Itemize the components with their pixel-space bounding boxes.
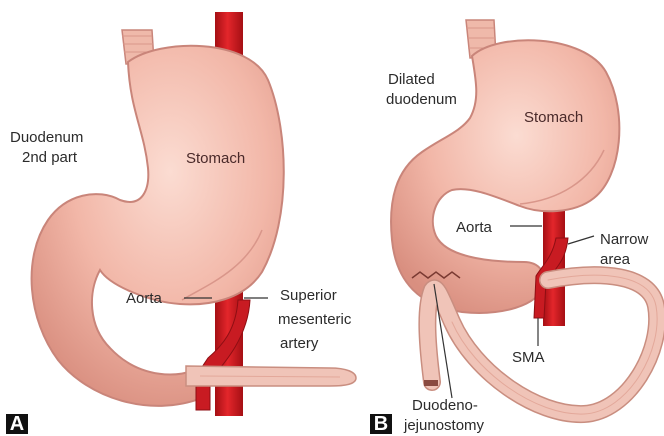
panel-letter-a: A [6,414,28,434]
stomach-a [32,46,284,406]
label-narrow-area-line1: Narrow [600,231,649,248]
label-sma-b: SMA [512,349,545,366]
label-sma-a-line2: mesenteric [278,311,352,328]
label-duodenum-2nd-part-line2: 2nd part [22,149,78,166]
label-narrow-area-line2: area [600,251,631,268]
label-aorta-a: Aorta [126,290,163,307]
label-duodenojejunostomy-line2: jejunostomy [403,417,485,434]
panel-b: Dilated duodenum Stomach Aorta Narrow ar… [386,20,657,434]
label-duodenojejunostomy-line1: Duodeno- [412,397,478,414]
label-stomach-b: Stomach [524,109,583,126]
label-sma-a-line3: artery [280,335,319,352]
label-dilated-duodenum-line1: Dilated [388,71,435,88]
panel-letter-b: B [370,414,392,434]
label-duodenum-2nd-part: Duodenum [10,129,83,146]
label-stomach-a: Stomach [186,150,245,167]
label-aorta-b: Aorta [456,219,493,236]
leader-narrow-b [568,236,594,244]
panel-a: Duodenum 2nd part Stomach Aorta Superior… [10,12,356,416]
label-dilated-duodenum-line2: duodenum [386,91,457,108]
label-sma-a-line1: Superior [280,287,337,304]
